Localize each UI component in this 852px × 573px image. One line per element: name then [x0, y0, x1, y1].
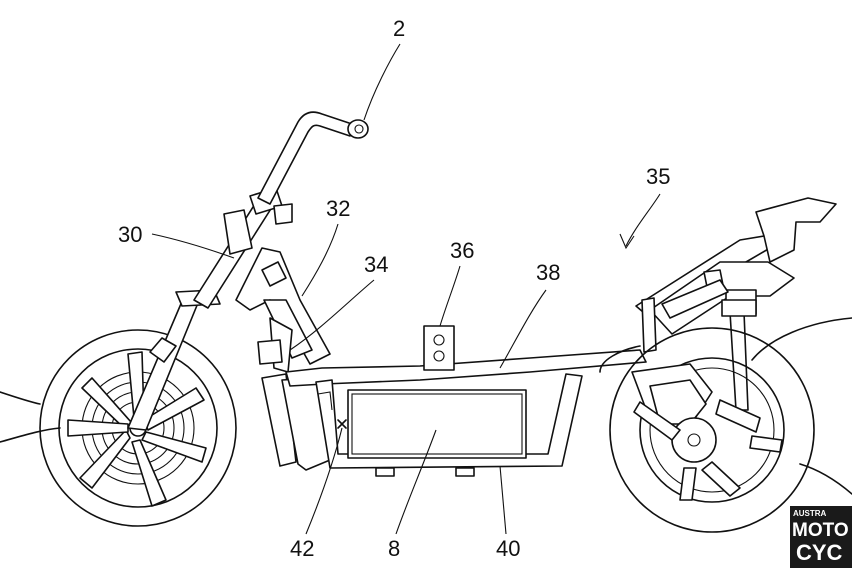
leader-32: [301, 223, 339, 297]
arrow-35: [619, 233, 635, 250]
rear-suspension: [721, 299, 757, 411]
watermark-logo: AUSTRA MOTO CYC: [790, 506, 852, 568]
leader-2: [363, 43, 401, 121]
leader-38: [499, 289, 547, 369]
label-32: 32: [326, 196, 350, 221]
leader-30: [151, 233, 235, 259]
leader-34: [289, 279, 375, 351]
connector: [423, 325, 455, 371]
floor-frame: [285, 349, 647, 387]
label-34: 34: [364, 252, 388, 277]
leader-35: [625, 193, 661, 247]
rear-wheel: [599, 317, 852, 533]
left-edge-line-2: [0, 427, 61, 443]
logo-line1: MOTO: [792, 520, 849, 541]
label-35: 35: [646, 164, 670, 189]
lower-frame: [315, 373, 583, 477]
label-8: 8: [388, 536, 400, 561]
head-frame: [235, 247, 331, 373]
left-edge-line: [0, 391, 41, 405]
logo-line2: CYC: [796, 540, 843, 565]
battery: [347, 389, 527, 459]
leader-8: [395, 429, 437, 535]
label-2: 2: [393, 16, 405, 41]
reference-labels: 2 35 30 32 34 36 38 42 8 40: [118, 16, 670, 561]
logo-top: AUSTRA: [793, 509, 827, 518]
leader-42: [305, 427, 343, 535]
leader-40: [499, 465, 507, 535]
label-40: 40: [496, 536, 520, 561]
front-fork: [127, 187, 293, 431]
center-mark: [337, 419, 347, 429]
leg-shield: [261, 373, 331, 471]
label-30: 30: [118, 222, 142, 247]
label-42: 42: [290, 536, 314, 561]
label-38: 38: [536, 260, 560, 285]
handlebar: [257, 111, 369, 205]
rear-body: [635, 197, 837, 353]
leader-36: [439, 265, 461, 327]
label-36: 36: [450, 238, 474, 263]
